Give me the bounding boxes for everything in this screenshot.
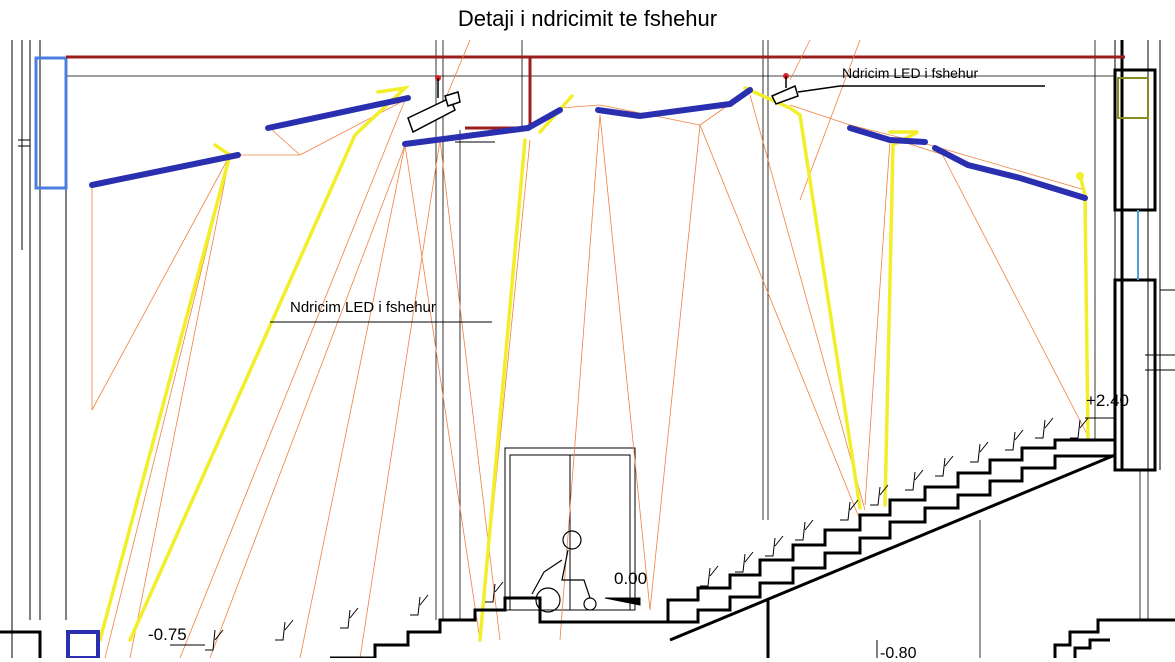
light-fixture-1 [407, 75, 461, 134]
drawing-title: Detaji i ndricimit te fshehur [457, 6, 718, 31]
led-panels [66, 87, 1088, 658]
structure-lines [11, 40, 1175, 658]
level-label: 0.00 [614, 569, 648, 588]
level-label: -0.75 [148, 625, 187, 644]
stairs [0, 438, 1175, 658]
wheelchair-figure [531, 530, 597, 613]
light-fixture-2 [770, 73, 1045, 105]
note-led-middle-left: Ndricim LED i fshehur [290, 299, 436, 316]
left-column [34, 56, 68, 190]
note-led-top-right: Ndricim LED i fshehur [842, 65, 979, 81]
reflector-end [1076, 172, 1084, 180]
door [504, 447, 636, 611]
level-label: -0.80 [880, 645, 917, 662]
level-markers [170, 417, 1115, 658]
level-label: +2.40 [1086, 391, 1130, 410]
light-rays [91, 39, 1091, 658]
seats [205, 417, 1089, 651]
